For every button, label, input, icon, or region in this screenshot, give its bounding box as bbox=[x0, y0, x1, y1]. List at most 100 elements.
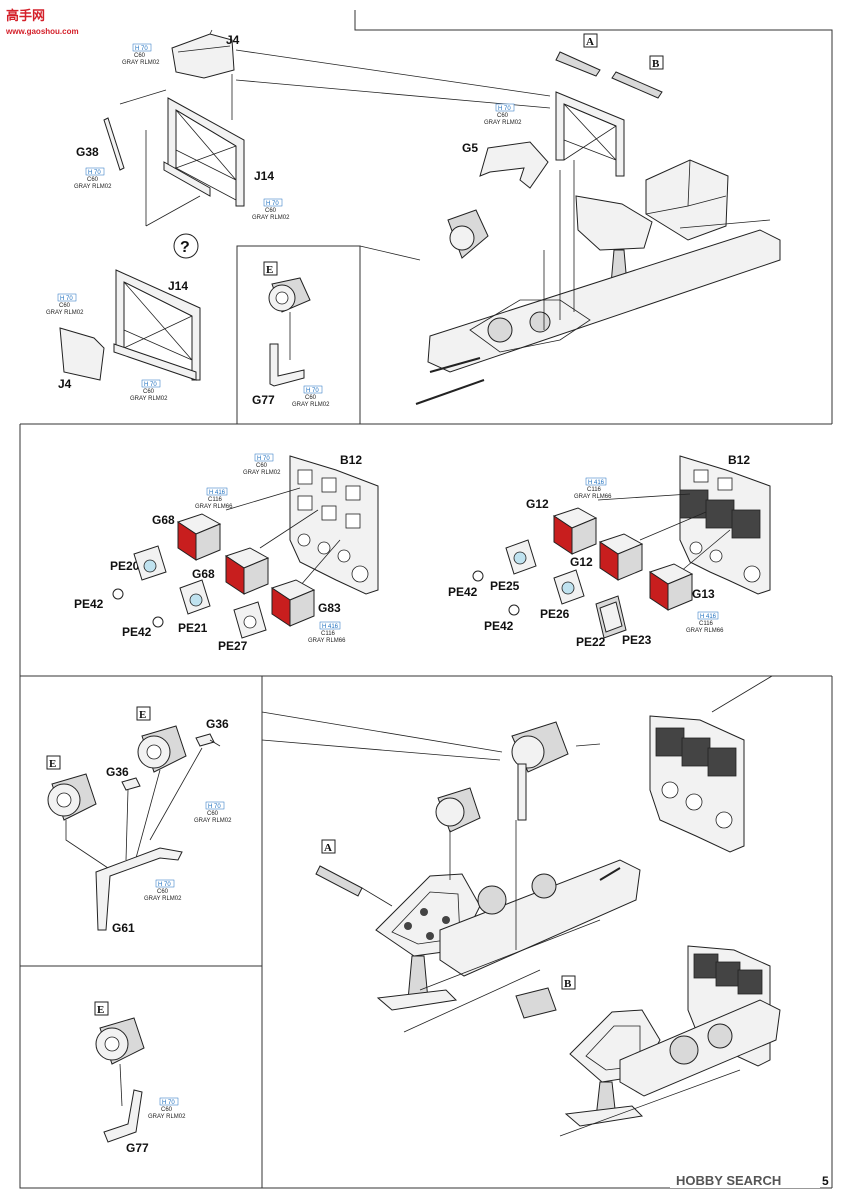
part-seat-frame-assembled bbox=[555, 91, 625, 177]
label-g5: G5 bbox=[462, 141, 478, 155]
paint-callout-15: H 70 C60 GRAY RLM02 bbox=[148, 1097, 186, 1120]
paint-callout-9: H 416 C116 GRAY RLM66 bbox=[195, 487, 233, 510]
svg-text:H 70: H 70 bbox=[158, 882, 171, 888]
part-pe20 bbox=[133, 545, 167, 581]
svg-text:H 416: H 416 bbox=[322, 624, 339, 630]
paint-callout-5: H 70 C60 GRAY RLM02 bbox=[130, 379, 168, 402]
svg-text:H 70: H 70 bbox=[60, 296, 73, 302]
part-gauge-left bbox=[447, 209, 489, 259]
part-guns bbox=[415, 357, 485, 405]
part-floor-bottom bbox=[439, 859, 641, 977]
svg-text:GRAY RLM02: GRAY RLM02 bbox=[144, 896, 182, 902]
part-j14-top bbox=[163, 97, 245, 207]
paint-callout-13: H 70 C60 GRAY RLM02 bbox=[194, 801, 232, 824]
label-g68-a: G68 bbox=[152, 513, 175, 527]
paint-callout-12: H 416 C116 GRAY RLM66 bbox=[686, 611, 724, 634]
svg-text:H 70: H 70 bbox=[135, 46, 148, 52]
svg-text:C60: C60 bbox=[305, 395, 317, 401]
part-g5 bbox=[479, 141, 549, 189]
paint-callout-6: H 70 C60 GRAY RLM02 bbox=[292, 385, 330, 408]
paint-callout-7: H 70 C60 GRAY RLM02 bbox=[484, 103, 522, 126]
svg-text:H 70: H 70 bbox=[266, 201, 279, 207]
part-g61 bbox=[95, 847, 183, 931]
svg-text:GRAY RLM66: GRAY RLM66 bbox=[308, 638, 346, 644]
svg-text:H 70: H 70 bbox=[257, 456, 270, 462]
part-pe27 bbox=[233, 601, 267, 639]
svg-text:GRAY RLM02: GRAY RLM02 bbox=[46, 310, 84, 316]
watermark-logo: 高手网 www.gaoshou.com bbox=[5, 8, 79, 36]
part-j4-bottom bbox=[59, 327, 105, 381]
part-j4-top bbox=[171, 29, 235, 79]
paint-callout-2: H 70 C60 GRAY RLM02 bbox=[252, 198, 290, 221]
part-g68-a bbox=[176, 513, 222, 561]
svg-text:C60: C60 bbox=[143, 389, 155, 395]
label-pe25: PE25 bbox=[490, 579, 520, 593]
label-pe23: PE23 bbox=[622, 633, 652, 647]
label-j14-bottom: J14 bbox=[168, 279, 188, 293]
part-pe21 bbox=[179, 579, 211, 615]
label-pe20: PE20 bbox=[110, 559, 140, 573]
paint-callout-11: H 416 C116 GRAY RLM66 bbox=[574, 477, 612, 500]
svg-text:C60: C60 bbox=[497, 113, 509, 119]
label-pe42-c: PE42 bbox=[448, 585, 478, 599]
svg-text:C116: C116 bbox=[587, 487, 602, 493]
part-assembly-final bbox=[559, 945, 781, 1137]
panel-e-g77-top: E G77 H 70 C60 GRAY RLM02 bbox=[252, 261, 330, 408]
watermark-hobby-text: HOBBY SEARCH bbox=[676, 1173, 781, 1188]
box-label-e-2: E bbox=[49, 758, 56, 770]
svg-text:H 416: H 416 bbox=[588, 480, 605, 486]
label-pe22: PE22 bbox=[576, 635, 606, 649]
svg-text:H 70: H 70 bbox=[144, 382, 157, 388]
part-b12-right bbox=[679, 455, 771, 595]
label-g36-b: G36 bbox=[106, 765, 129, 779]
part-pe26 bbox=[553, 569, 585, 605]
label-g77-bottom: G77 bbox=[126, 1141, 149, 1155]
box-label-e-3: E bbox=[97, 1004, 104, 1016]
paint-callout-4: H 70 C60 GRAY RLM02 bbox=[46, 293, 84, 316]
panel-seat-frame: J4 H 70 C60 GRAY RLM02 J14 H 70 C60 GRAY… bbox=[46, 29, 290, 402]
svg-text:C60: C60 bbox=[207, 811, 219, 817]
label-pe42-b: PE42 bbox=[122, 625, 152, 639]
svg-text:C116: C116 bbox=[699, 621, 714, 627]
label-g36-a: G36 bbox=[206, 717, 229, 731]
panel-instrument-left: H 70 C60 GRAY RLM02 B12 H 416 C116 GRAY … bbox=[74, 453, 379, 653]
box-label-b: B bbox=[652, 58, 660, 70]
label-g12-a: G12 bbox=[526, 497, 549, 511]
label-j4-top: J4 bbox=[226, 33, 240, 47]
svg-text:H 70: H 70 bbox=[498, 106, 511, 112]
label-pe27: PE27 bbox=[218, 639, 248, 653]
svg-text:C60: C60 bbox=[157, 889, 169, 895]
label-g38: G38 bbox=[76, 145, 99, 159]
part-gauge-e4 bbox=[95, 1017, 145, 1065]
paint-callout-3: H 70 C60 GRAY RLM02 bbox=[74, 167, 112, 190]
part-g12-b bbox=[598, 533, 644, 581]
page-number: 5 bbox=[822, 1174, 829, 1188]
panel-frames bbox=[19, 10, 833, 1189]
label-pe42-a: PE42 bbox=[74, 597, 104, 611]
svg-text:GRAY RLM02: GRAY RLM02 bbox=[194, 818, 232, 824]
part-pe22 bbox=[595, 595, 627, 639]
label-pe26: PE26 bbox=[540, 607, 570, 621]
svg-text:GRAY RLM02: GRAY RLM02 bbox=[292, 402, 330, 408]
paint-callout-10: H 416 C116 GRAY RLM66 bbox=[308, 621, 346, 644]
svg-text:GRAY RLM66: GRAY RLM66 bbox=[195, 504, 233, 510]
svg-text:H 70: H 70 bbox=[306, 388, 319, 394]
svg-text:GRAY RLM02: GRAY RLM02 bbox=[243, 470, 281, 476]
svg-text:C60: C60 bbox=[161, 1107, 173, 1113]
label-b12-right: B12 bbox=[728, 453, 750, 467]
svg-text:C116: C116 bbox=[208, 497, 223, 503]
part-gauge-e bbox=[268, 277, 311, 313]
svg-text:H 416: H 416 bbox=[700, 614, 717, 620]
box-label-b-2: B bbox=[564, 978, 572, 990]
part-g12-a bbox=[552, 507, 598, 555]
svg-text:GRAY RLM02: GRAY RLM02 bbox=[74, 184, 112, 190]
svg-text:GRAY RLM66: GRAY RLM66 bbox=[686, 628, 724, 634]
svg-text:H 70: H 70 bbox=[208, 804, 221, 810]
label-g61: G61 bbox=[112, 921, 135, 935]
box-label-a-2: A bbox=[324, 842, 332, 854]
part-gauge-e2 bbox=[47, 773, 97, 821]
svg-text:H 416: H 416 bbox=[209, 490, 226, 496]
label-g77-top: G77 bbox=[252, 393, 275, 407]
watermark-brand: 高手网 bbox=[6, 8, 45, 23]
panel-e-g77-bottom: E H 70 C60 GRAY RLM02 G77 bbox=[94, 1001, 186, 1155]
